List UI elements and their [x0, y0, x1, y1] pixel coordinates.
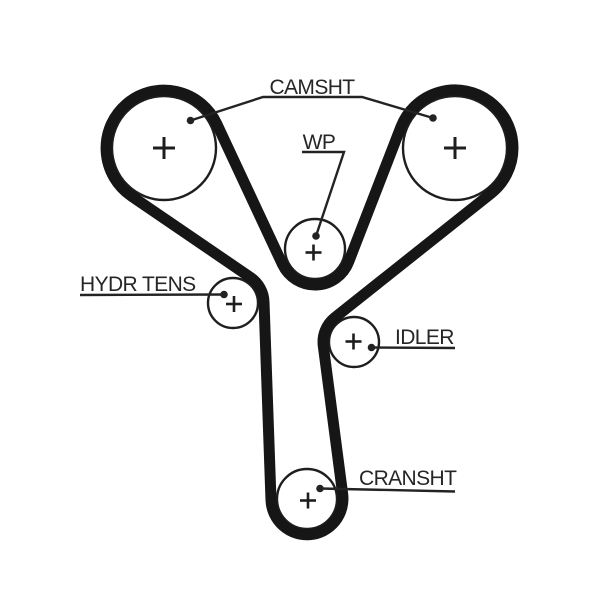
idler-pointer-dot [367, 343, 376, 352]
idler-label: IDLER [395, 326, 454, 349]
water-pump-leader-line [302, 150, 346, 240]
tensioner-label: HYDR TENS [80, 273, 196, 296]
tensioner-center-mark [226, 296, 242, 312]
water-pump-center-mark [305, 244, 322, 261]
camshaft-left-center-mark [153, 137, 175, 159]
crankshaft-leader-line [316, 484, 456, 493]
camshaft-leader-line [186, 95, 437, 125]
water-pump-pointer-dot [312, 232, 320, 240]
camshaft-right-pointer-dot [429, 114, 437, 122]
idler-pulley [327, 315, 381, 369]
tensioner-pointer-dot [220, 290, 228, 299]
timing-belt [100, 84, 519, 541]
camshaft-pulley-right [401, 94, 509, 202]
camshaft-left-pointer-dot [186, 116, 195, 125]
idler-leader-line [367, 343, 456, 352]
crankshaft-label: CRANSHT [359, 467, 457, 490]
camshaft-pulley-left [110, 94, 218, 202]
camshaft-label: CAMSHT [269, 76, 355, 99]
water-pump-pulley [283, 217, 347, 281]
pulleys [110, 94, 509, 531]
hydraulic-tensioner-pulley [206, 276, 260, 330]
water-pump-label: WP [303, 131, 336, 154]
crankshaft-pulley [275, 467, 339, 531]
crankshaft-center-mark [300, 492, 316, 509]
crankshaft-pointer-dot [316, 484, 324, 493]
tensioner-leader-line [79, 290, 228, 299]
camshaft-right-center-mark [444, 137, 466, 159]
idler-center-mark [345, 333, 362, 350]
